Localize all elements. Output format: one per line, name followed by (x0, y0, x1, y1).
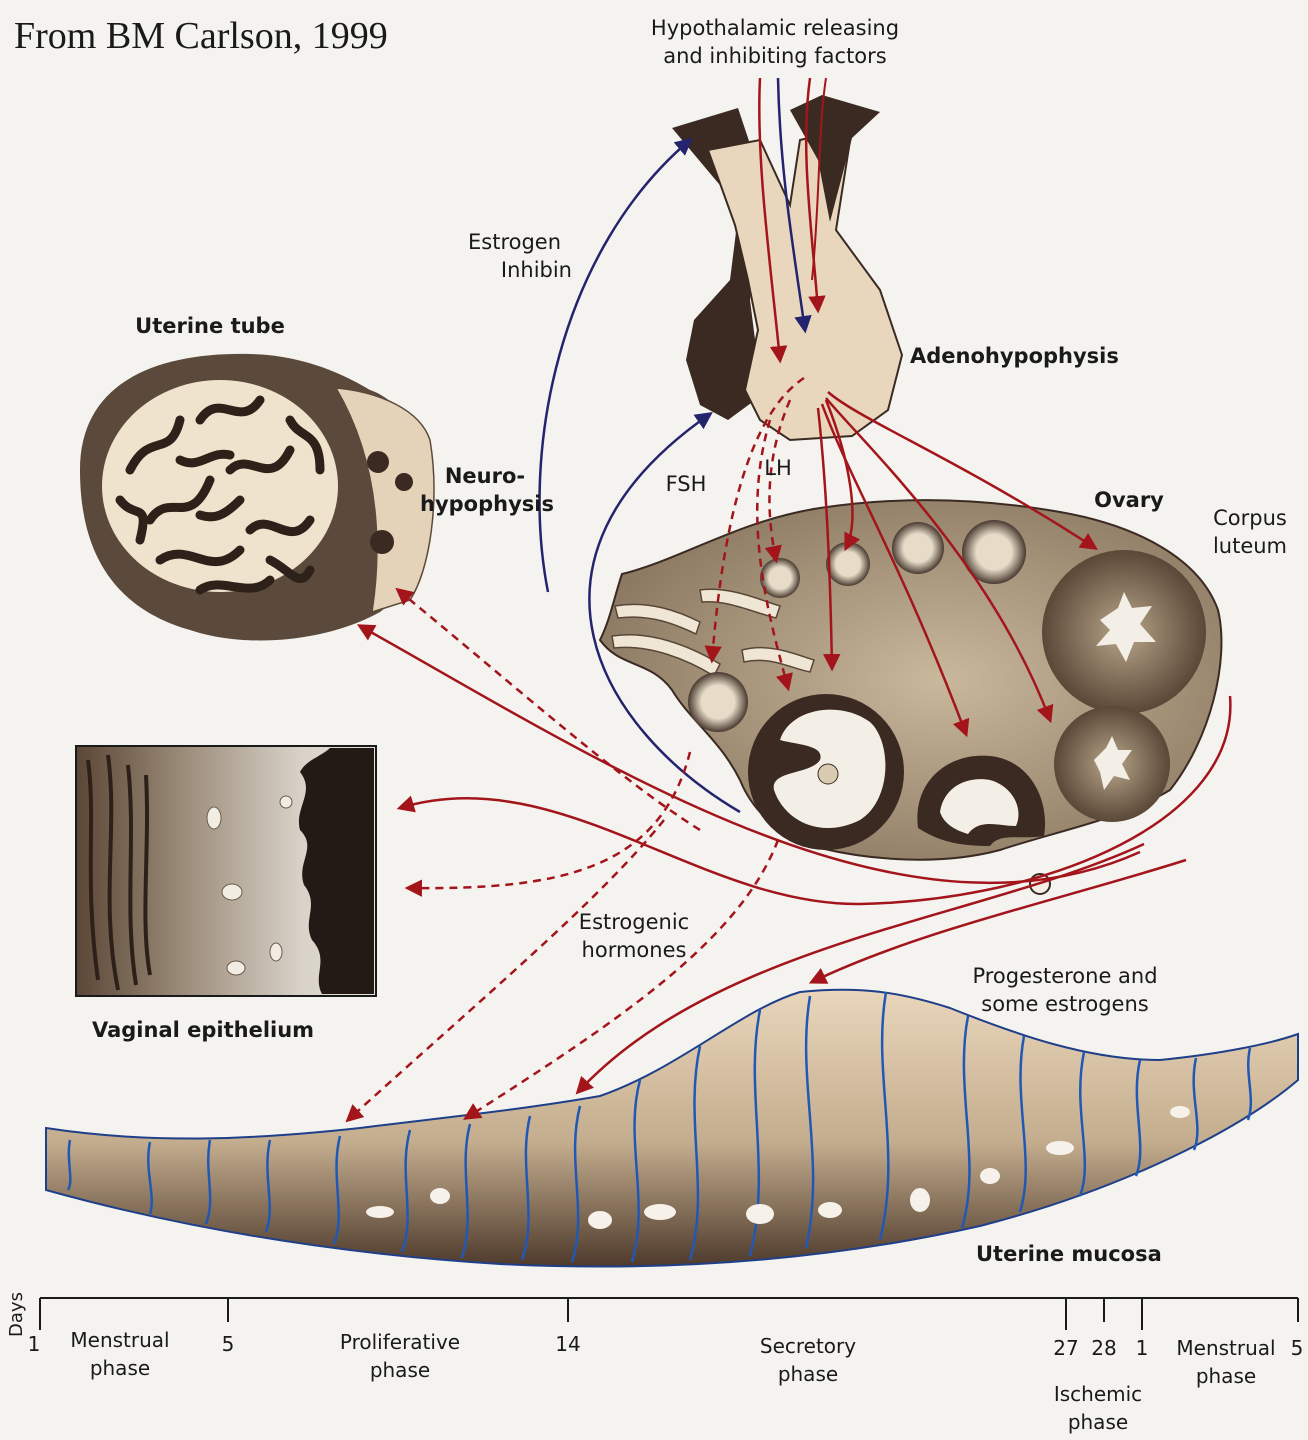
phase-line1: Menstrual (58, 1326, 182, 1354)
uterine-tube-section (80, 354, 434, 641)
secondary-follicle (688, 672, 748, 732)
phase-line2: phase (58, 1354, 182, 1382)
estrogenic-label-line2: hormones (560, 936, 708, 964)
vaginal-epithelium-section (76, 746, 376, 996)
menstrual-phase-label-2: Menstrual phase (1168, 1334, 1284, 1390)
pituitary-gland (672, 78, 902, 440)
hypothalamic-label-line1: Hypothalamic releasing (640, 14, 910, 42)
inhibin-label: Inhibin (454, 256, 604, 284)
tick-label: 5 (1286, 1334, 1308, 1362)
lh-label: LH (748, 454, 808, 482)
estrogenic-label-line1: Estrogenic (560, 908, 708, 936)
progesterone-label-line1: Progesterone and (960, 962, 1170, 990)
tick-label: 27 (1050, 1334, 1082, 1362)
vaginal-epithelium-label: Vaginal epithelium (92, 1016, 312, 1044)
estrogenic-hormones-label: Estrogenic hormones (560, 908, 708, 964)
oocyte (818, 764, 838, 784)
corpus-label-line1: Corpus (1204, 504, 1296, 532)
source-credit: From BM Carlson, 1999 (14, 14, 388, 58)
tick-label: 28 (1088, 1334, 1120, 1362)
ovary-section (600, 500, 1221, 894)
tube-vessel (370, 530, 394, 554)
uterine-tube-label: Uterine tube (120, 312, 300, 340)
neuro-label-line2: hypophysis (420, 490, 550, 518)
phase-line2: phase (1168, 1362, 1284, 1390)
phase-line2: phase (330, 1356, 470, 1384)
estrogen-inhibin-label: Estrogen Inhibin (454, 228, 604, 284)
ovary-label: Ovary (1088, 486, 1170, 514)
ischemic-phase-label: Ischemic phase (1038, 1380, 1158, 1436)
phase-line1: Proliferative (330, 1328, 470, 1356)
menstrual-phase-label: Menstrual phase (58, 1326, 182, 1382)
tick-label: 5 (214, 1330, 242, 1358)
tick-label: 1 (22, 1330, 46, 1358)
secretory-phase-label: Secretory phase (748, 1332, 868, 1388)
phase-line2: phase (748, 1360, 868, 1388)
uterine-mucosa-label: Uterine mucosa (976, 1240, 1156, 1268)
progesterone-label: Progesterone and some estrogens (960, 962, 1170, 1018)
estrogenic-arrow-to-vagina (408, 752, 690, 888)
hypothalamic-label: Hypothalamic releasing and inhibiting fa… (640, 14, 910, 70)
tube-vessel (367, 451, 389, 473)
estrogenic-arrow-to-mucosa (348, 820, 664, 1120)
corpus-luteum-label: Corpus luteum (1204, 504, 1296, 560)
phase-line2: phase (1038, 1408, 1158, 1436)
tube-vessel (395, 473, 413, 491)
primary-follicle (892, 522, 944, 574)
tick-label: 14 (550, 1330, 586, 1358)
phase-line1: Secretory (748, 1332, 868, 1360)
proliferative-phase-label: Proliferative phase (330, 1328, 470, 1384)
hypothalamic-label-line2: and inhibiting factors (640, 42, 910, 70)
feedback-arrow-blue (540, 140, 690, 592)
corpus-label-line2: luteum (1204, 532, 1296, 560)
fsh-label: FSH (650, 470, 722, 498)
phase-line1: Ischemic (1038, 1380, 1158, 1408)
neurohypophysis-label: Neuro- hypophysis (420, 462, 550, 518)
neuro-label-line1: Neuro- (420, 462, 550, 490)
progesterone-label-line2: some estrogens (960, 990, 1170, 1018)
phase-line1: Menstrual (1168, 1334, 1284, 1362)
adenohypophysis-label: Adenohypophysis (910, 342, 1100, 370)
day-axis (40, 1298, 1298, 1330)
estrogen-label: Estrogen (454, 228, 604, 256)
tick-label: 1 (1130, 1334, 1154, 1362)
primary-follicle (826, 542, 870, 586)
